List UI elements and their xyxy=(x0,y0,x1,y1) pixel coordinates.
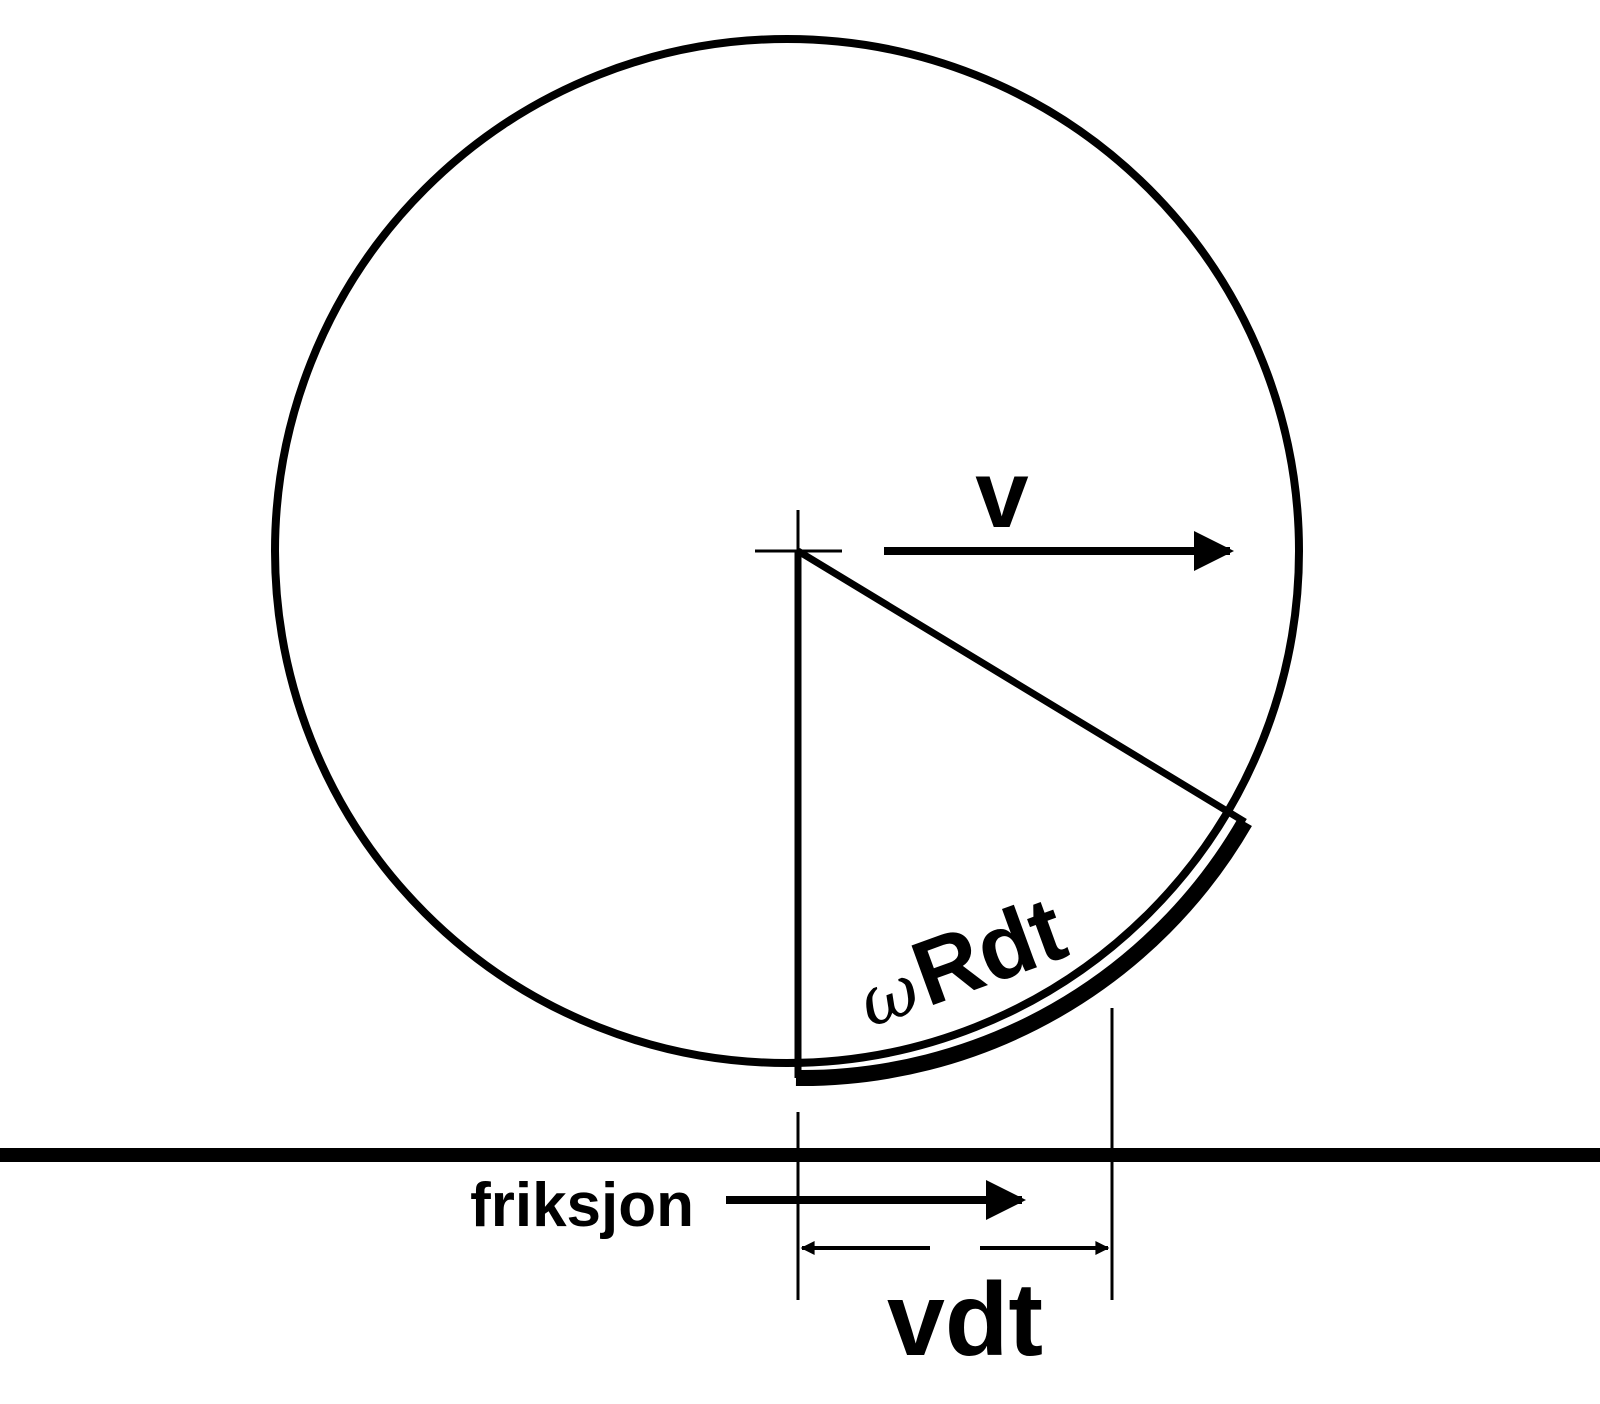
wheel-circle xyxy=(271,35,1303,1067)
radius-inclined xyxy=(796,548,1247,825)
velocity-label: v xyxy=(975,441,1028,548)
rolled-arc xyxy=(795,817,1252,1087)
friction-label: friksjon xyxy=(470,1171,694,1240)
distance-label: vdt xyxy=(887,1262,1043,1378)
arc-length-rest: Rdt xyxy=(899,878,1078,1026)
